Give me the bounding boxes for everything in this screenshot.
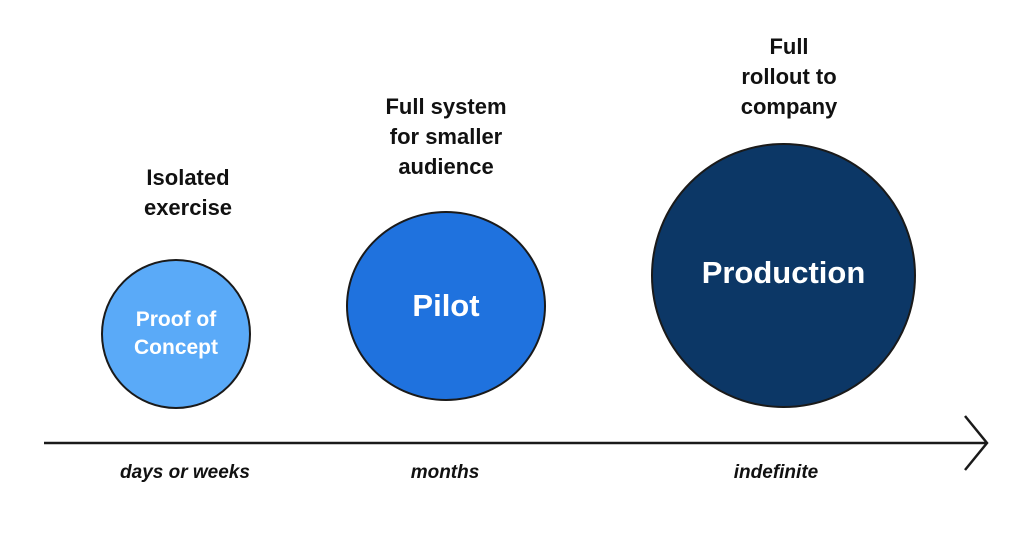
caption-production: Full rollout to company [689, 32, 889, 122]
caption-proof-of-concept: Isolated exercise [88, 163, 288, 223]
circle-proof-of-concept: Proof of Concept [101, 259, 251, 409]
duration-proof-of-concept: days or weeks [120, 462, 250, 483]
label-line: Production [701, 254, 866, 290]
timeline-arrowhead [964, 415, 989, 471]
caption-line: Isolated [146, 165, 230, 190]
caption-line: Full [769, 34, 809, 59]
label-proof-of-concept: Proof of Concept [134, 306, 218, 362]
circle-pilot: Pilot [346, 211, 546, 401]
caption-line: company [740, 94, 838, 119]
duration-production: indefinite [733, 462, 819, 483]
caption-line: Full system [385, 94, 507, 119]
label-pilot: Pilot [412, 288, 479, 324]
label-line: Proof of [135, 308, 217, 331]
caption-line: audience [398, 154, 494, 179]
circle-production: Production [651, 143, 916, 408]
label-production: Production [702, 255, 866, 291]
caption-pilot: Full system for smaller audience [346, 92, 546, 182]
caption-line: rollout to [741, 64, 837, 89]
caption-line: for smaller [389, 124, 503, 149]
label-line: Concept [134, 336, 218, 359]
duration-pilot: months [410, 462, 480, 483]
caption-line: exercise [143, 195, 233, 220]
label-line: Pilot [412, 288, 480, 323]
